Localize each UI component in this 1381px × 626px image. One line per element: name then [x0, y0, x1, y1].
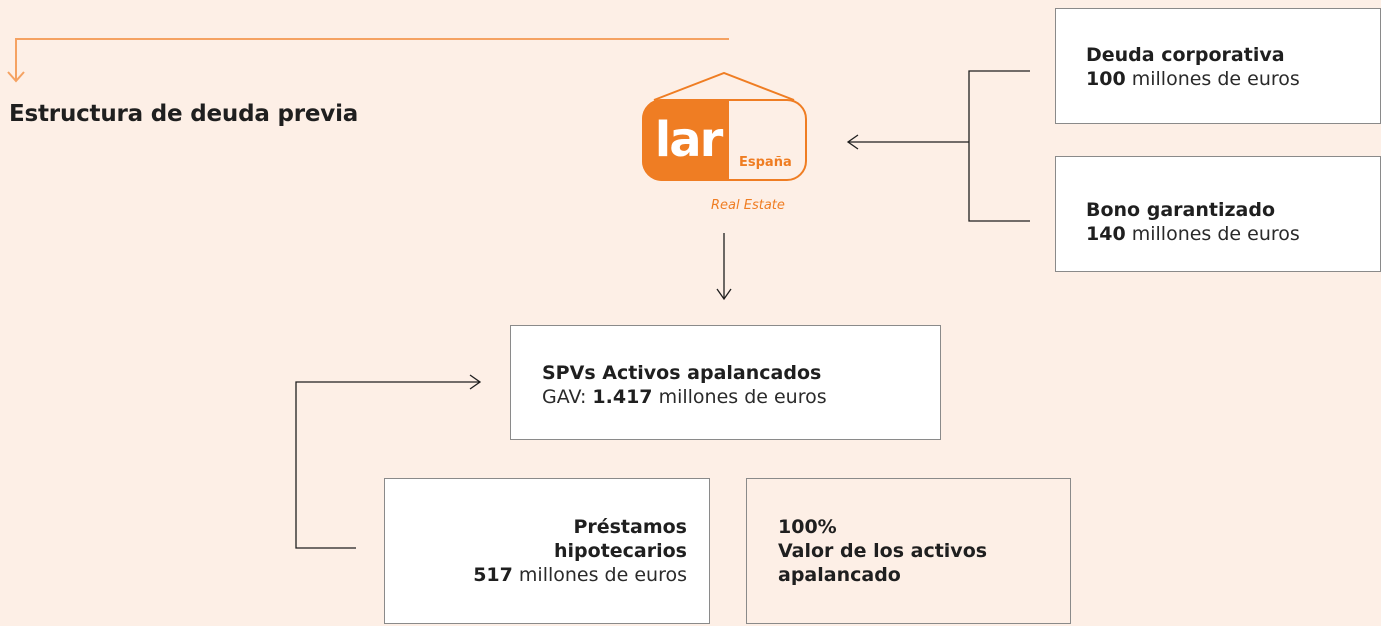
logo-square: [642, 99, 729, 181]
logo-to-spv-arrow: [716, 233, 732, 301]
logo-tagline: Real Estate: [711, 198, 785, 213]
lar-espana-logo: lar España Real Estate: [642, 72, 812, 222]
mortgage-loans-box: Préstamos hipotecarios 517 millones de e…: [384, 478, 710, 624]
mortgage-title-line2: hipotecarios: [554, 540, 687, 562]
mortgage-title-line1: Préstamos: [573, 516, 687, 538]
corporate-debt-box: Deuda corporativa 100 millones de euros: [1055, 8, 1381, 124]
corporate-debt-connector: [846, 70, 1030, 222]
logo-country: España: [739, 155, 792, 170]
spv-title: SPVs Activos apalancados: [542, 362, 822, 384]
leverage-label-line2: apalancado: [778, 564, 901, 586]
spv-unit: millones de euros: [658, 386, 827, 408]
corporate-debt-amount: 100: [1086, 68, 1126, 90]
header-accent-arrow: [7, 38, 729, 83]
secured-bond-amount: 140: [1086, 223, 1126, 245]
page-title: Estructura de deuda previa: [9, 101, 359, 127]
mortgage-amount: 517: [473, 564, 513, 586]
secured-bond-title: Bono garantizado: [1086, 199, 1275, 221]
mortgage-connector: [295, 374, 482, 549]
corporate-debt-unit: millones de euros: [1131, 68, 1300, 90]
logo-roof-icon: [653, 72, 795, 101]
secured-bond-box: Bono garantizado 140 millones de euros: [1055, 156, 1381, 272]
secured-bond-unit: millones de euros: [1131, 223, 1300, 245]
leverage-label-line1: Valor de los activos: [778, 540, 988, 562]
mortgage-unit: millones de euros: [518, 564, 687, 586]
spv-leveraged-assets-box: SPVs Activos apalancados GAV: 1.417 mill…: [510, 325, 941, 440]
spv-amount: 1.417: [592, 386, 653, 408]
logo-wordmark: lar: [654, 112, 724, 168]
leverage-percent: 100%: [778, 516, 837, 538]
spv-gav-label: GAV:: [542, 386, 587, 408]
leverage-ratio-box: 100% Valor de los activos apalancado: [746, 478, 1071, 624]
corporate-debt-title: Deuda corporativa: [1086, 44, 1285, 66]
